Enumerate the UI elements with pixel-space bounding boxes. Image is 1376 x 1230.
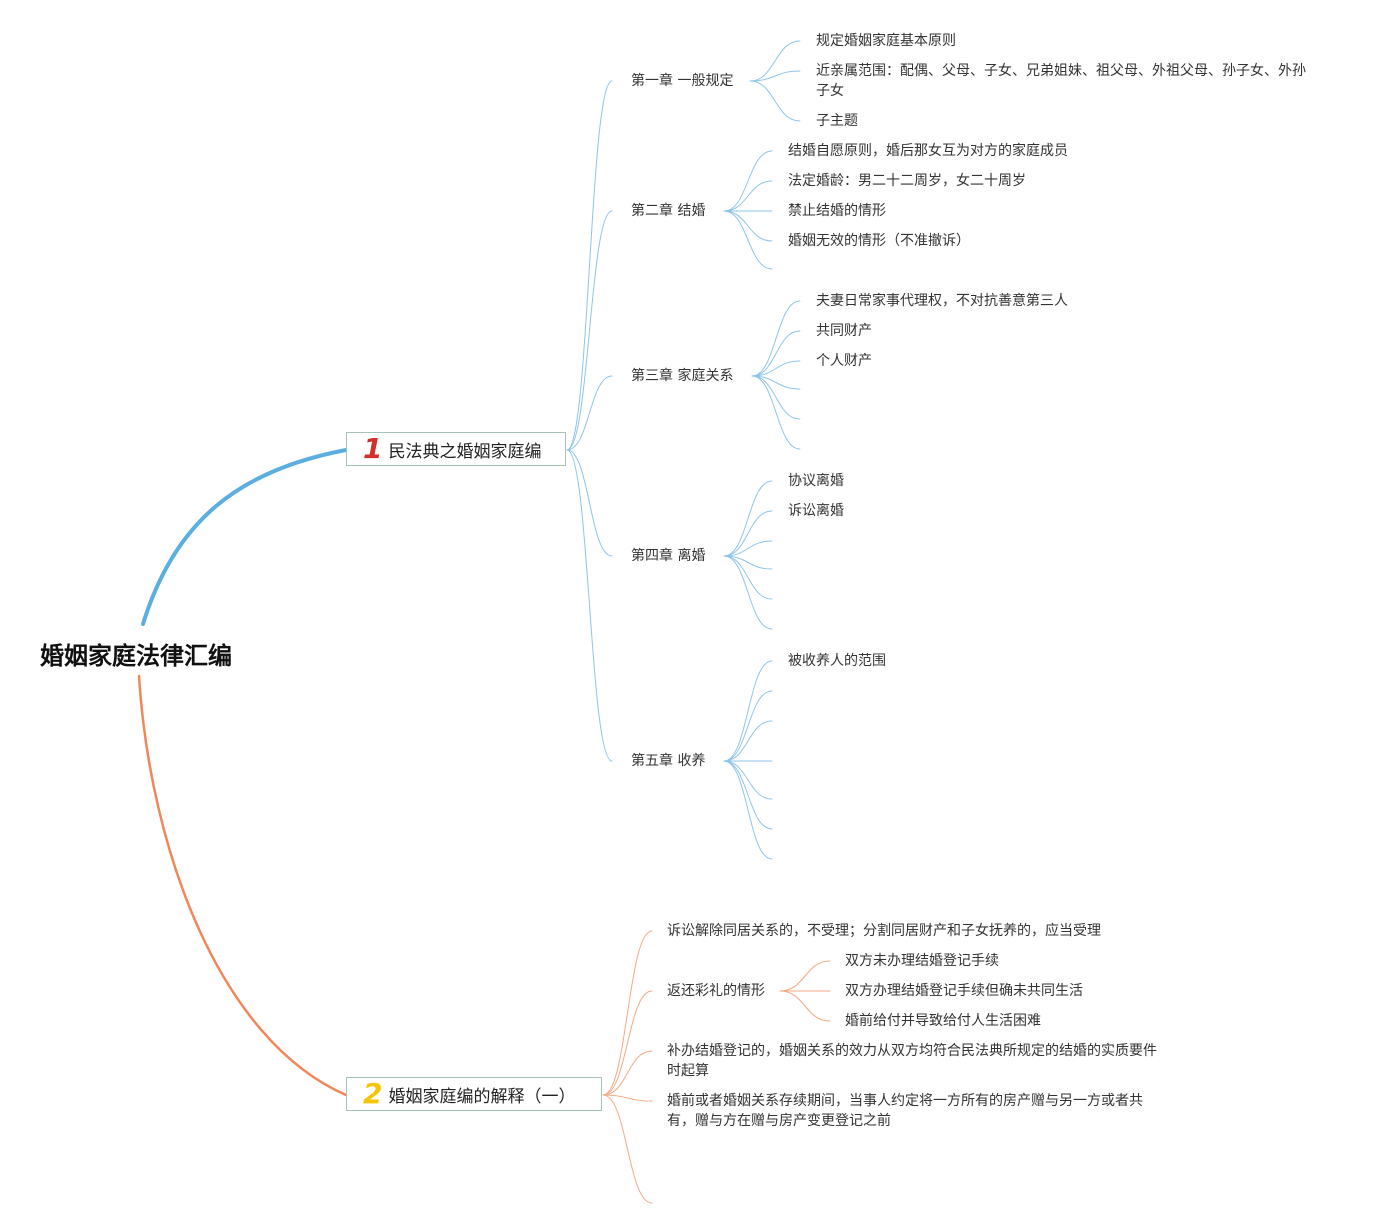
sub2-link-1	[602, 990, 653, 1096]
leaf-link-4-5	[723, 760, 773, 830]
leaf-personal-property[interactable]: 个人财产	[816, 353, 872, 369]
leaf-basic-principles[interactable]: 规定婚姻家庭基本原则	[816, 33, 956, 49]
sub2-link-3	[602, 1094, 653, 1102]
chapter-link-3	[566, 449, 613, 557]
number-badge-1: 1	[363, 432, 383, 465]
leaf-premarital-hardship[interactable]: 婚前给付并导致给付人生活困难	[845, 1013, 1041, 1029]
leaf-link-1-3	[723, 210, 773, 242]
leaf-agreed-divorce[interactable]: 协议离婚	[788, 473, 844, 489]
leaf-link-1-1	[723, 180, 773, 212]
number-badge-2: 2	[363, 1077, 383, 1110]
leaf-link-3-5	[723, 555, 773, 630]
leaf-link-2-5	[751, 375, 801, 450]
leaf-void-marriage[interactable]: 婚姻无效的情形（不准撤诉）	[788, 233, 970, 249]
leaf-legal-age[interactable]: 法定婚龄：男二十二周岁，女二十周岁	[788, 173, 1026, 189]
topic-supplementary-registration[interactable]: 补办结婚登记的，婚姻关系的效力从双方均符合民法典所规定的结婚的实质要件时起算	[667, 1043, 1157, 1079]
topic-betrothal-gift-return[interactable]: 返还彩礼的情形	[667, 983, 765, 999]
leaf-voluntary-marriage[interactable]: 结婚自愿原则，婚后那女互为对方的家庭成员	[788, 143, 1068, 159]
leaf-close-relatives[interactable]: 近亲属范围：配偶、父母、子女、兄弟姐妹、祖父母、外祖父母、孙子女、外孙子女	[816, 63, 1306, 99]
main-topic-2-label: 婚姻家庭编的解释（一）	[388, 1086, 576, 1107]
leaf-subtopic[interactable]: 子主题	[816, 113, 858, 129]
leaf-link-1-0	[723, 150, 773, 212]
root-topic[interactable]: 婚姻家庭法律汇编	[40, 636, 232, 671]
root-topic-label: 婚姻家庭法律汇编	[40, 642, 232, 670]
sub2-link-0	[602, 930, 653, 1096]
leaf-link-4-2	[723, 720, 773, 762]
chapter-link-2	[566, 375, 613, 451]
chapter-link-4	[566, 449, 613, 762]
chapter-adoption[interactable]: 第五章 收养	[631, 753, 706, 769]
chapter-general-provisions[interactable]: 第一章 一般规定	[631, 73, 734, 89]
chapter-family-relations[interactable]: 第三章 家庭关系	[631, 368, 734, 384]
root-link-1	[141, 448, 348, 626]
leaf-common-property[interactable]: 共同财产	[816, 323, 872, 339]
leaf-registered-not-cohabited[interactable]: 双方办理结婚登记手续但确未共同生活	[845, 983, 1083, 999]
leaf-link-3-0	[723, 480, 773, 557]
leaf-link-2-4	[751, 375, 801, 420]
sub2-link-4	[602, 1094, 653, 1204]
chapter-marriage[interactable]: 第二章 结婚	[631, 203, 706, 219]
leaf-litigation-divorce[interactable]: 诉讼离婚	[788, 503, 844, 519]
leaf-agency-right[interactable]: 夫妻日常家事代理权，不对抗善意第三人	[816, 293, 1068, 309]
main-topic-1-label: 民法典之婚姻家庭编	[388, 441, 542, 462]
gift-leaf-link-2	[779, 990, 831, 1022]
leaf-link-0-2	[749, 80, 801, 122]
chapter-link-1	[566, 210, 613, 451]
gift-leaf-link-0	[779, 960, 831, 992]
sub2-link-2	[602, 1050, 653, 1096]
leaf-link-3-2	[723, 540, 773, 557]
main-topic-1[interactable]: 1 民法典之婚姻家庭编	[346, 432, 566, 466]
leaf-link-4-0	[723, 660, 773, 762]
leaf-link-3-1	[723, 510, 773, 557]
leaf-link-2-0	[751, 300, 801, 377]
leaf-link-1-4	[723, 210, 773, 270]
leaf-adoptee-scope[interactable]: 被收养人的范围	[788, 653, 886, 669]
topic-house-gift[interactable]: 婚前或者婚姻关系存续期间，当事人约定将一方所有的房产赠与另一方或者共有，赠与方在…	[667, 1093, 1143, 1129]
leaf-link-4-4	[723, 760, 773, 800]
leaf-prohibited-marriage[interactable]: 禁止结婚的情形	[788, 203, 886, 219]
topic-cohabitation[interactable]: 诉讼解除同居关系的，不受理；分割同居财产和子女抚养的，应当受理	[667, 923, 1101, 939]
root-link-2	[137, 674, 348, 1097]
leaf-link-2-1	[751, 330, 801, 377]
leaf-no-registration[interactable]: 双方未办理结婚登记手续	[845, 953, 999, 969]
leaf-link-4-6	[723, 760, 773, 860]
leaf-link-0-0	[749, 40, 801, 82]
chapter-divorce[interactable]: 第四章 离婚	[631, 548, 706, 564]
main-topic-2[interactable]: 2 婚姻家庭编的解释（一）	[346, 1077, 602, 1111]
leaf-link-2-2	[751, 360, 801, 377]
leaf-link-4-1	[723, 690, 773, 762]
leaf-link-3-4	[723, 555, 773, 600]
chapter-link-0	[566, 80, 613, 451]
leaf-link-0-1	[749, 70, 801, 82]
